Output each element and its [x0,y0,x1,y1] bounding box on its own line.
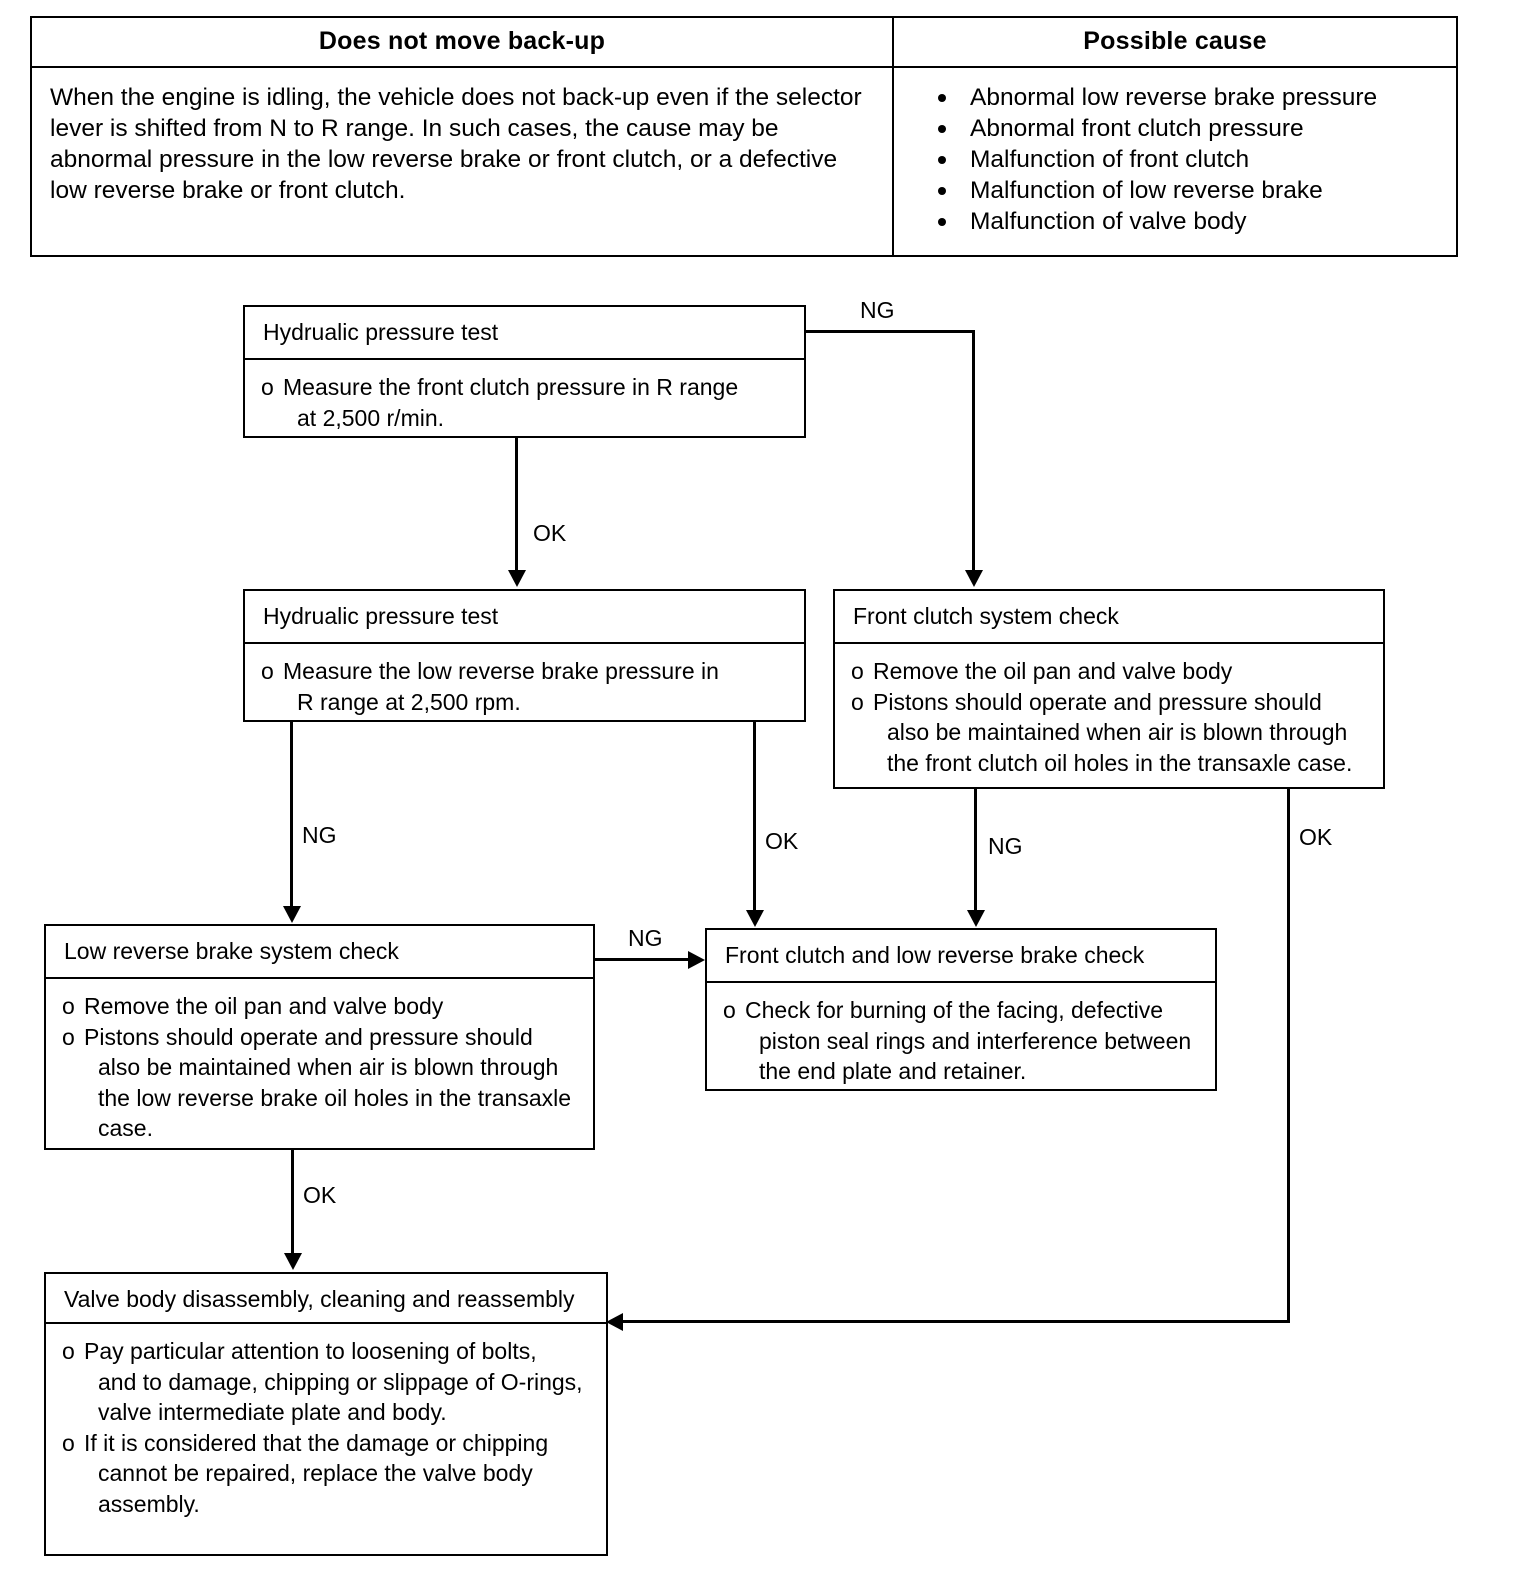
edge-ng-node4-to-node5-arrowhead [688,951,705,969]
symptom-column-header: Does not move back-up [32,18,894,66]
symptom-description: When the engine is idling, the vehicle d… [32,68,894,255]
node-title: Low reverse brake system check [46,926,593,979]
edge-ng-node1-to-node3-vertical [972,330,975,573]
edge-ng-node1-to-node3-horizontal [803,330,975,333]
edge-ng-node2-to-node4-arrowhead [283,906,301,923]
node-bullet: Remove the oil pan and valve body [62,991,581,1022]
node-hydraulic-pressure-test-low-reverse-brake: Hydrualic pressure test Measure the low … [243,589,806,722]
node-front-clutch-and-low-reverse-brake-check: Front clutch and low reverse brake check… [705,928,1217,1091]
symptom-table-body-row: When the engine is idling, the vehicle d… [32,68,1456,255]
edge-label-ng: NG [628,925,663,951]
node-bullet: Pistons should operate and pressure shou… [851,687,1371,779]
edge-ok-node3-to-valvebody-arrowhead [606,1313,623,1331]
node-body: Remove the oil pan and valve body Piston… [835,644,1383,792]
node-title: Hydrualic pressure test [245,307,804,360]
edge-ok-node1-to-node2-vertical [515,436,518,576]
node-body: Measure the low reverse brake pressure i… [245,644,804,731]
node-body: Measure the front clutch pressure in R r… [245,360,804,447]
list-item: Abnormal front clutch pressure [894,113,1456,144]
node-bullet: Measure the front clutch pressure in R r… [261,372,792,433]
edge-label-ng: NG [302,822,337,848]
edge-ok-node3-to-valvebody-vertical [1287,787,1290,1323]
edge-ok-node2-to-node5-vertical [753,720,756,916]
cause-column-header: Possible cause [1083,27,1267,55]
symptom-table-header-row: Does not move back-up Possible cause [32,18,1456,68]
edge-ng-node1-to-node3-arrowhead [965,570,983,587]
node-low-reverse-brake-system-check: Low reverse brake system check Remove th… [44,924,595,1150]
node-hydraulic-pressure-test-front-clutch: Hydrualic pressure test Measure the fron… [243,305,806,438]
node-bullet: If it is considered that the damage or c… [62,1428,594,1520]
possible-cause-cell: Abnormal low reverse brake pressure Abno… [894,68,1456,255]
edge-ok-node1-to-node2-arrowhead [508,570,526,587]
edge-label-ok: OK [765,828,799,854]
edge-ok-node4-to-valvebody-vertical [291,1148,294,1260]
node-bullet: Measure the low reverse brake pressure i… [261,656,792,717]
node-title: Front clutch system check [835,591,1383,644]
node-title: Front clutch and low reverse brake check [707,930,1215,983]
node-valve-body-disassembly: Valve body disassembly, cleaning and rea… [44,1272,608,1556]
node-front-clutch-system-check: Front clutch system check Remove the oil… [833,589,1385,789]
edge-ok-node2-to-node5-arrowhead [746,910,764,927]
edge-label-ng: NG [860,297,895,323]
possible-cause-list: Abnormal low reverse brake pressure Abno… [894,68,1456,255]
node-body: Pay particular attention to loosening of… [46,1324,606,1533]
list-item: Malfunction of valve body [894,206,1456,237]
list-item: Malfunction of low reverse brake [894,175,1456,206]
edge-ok-node4-to-valvebody-arrowhead [284,1253,302,1270]
list-item: Abnormal low reverse brake pressure [894,82,1456,113]
edge-ng-node4-to-node5-horizontal [595,958,694,961]
edge-ng-node2-to-node4-vertical [290,720,293,912]
edge-label-ok: OK [1299,824,1333,850]
edge-label-ng: NG [988,833,1023,859]
node-title: Valve body disassembly, cleaning and rea… [46,1274,606,1324]
edge-label-ok: OK [533,520,567,546]
node-bullet: Pistons should operate and pressure shou… [62,1022,581,1144]
node-body: Check for burning of the facing, defecti… [707,983,1215,1101]
symptom-table: Does not move back-up Possible cause Whe… [30,16,1458,257]
node-title: Hydrualic pressure test [245,591,804,644]
edge-ok-node3-to-valvebody-horizontal [620,1320,1290,1323]
list-item: Malfunction of front clutch [894,144,1456,175]
edge-ng-node3-to-node5-arrowhead [967,910,985,927]
node-body: Remove the oil pan and valve body Piston… [46,979,593,1158]
node-bullet: Remove the oil pan and valve body [851,656,1371,687]
edge-ng-node3-to-node5-vertical [974,787,977,916]
node-bullet: Pay particular attention to loosening of… [62,1336,594,1428]
node-bullet: Check for burning of the facing, defecti… [723,995,1203,1087]
edge-label-ok: OK [303,1182,337,1208]
